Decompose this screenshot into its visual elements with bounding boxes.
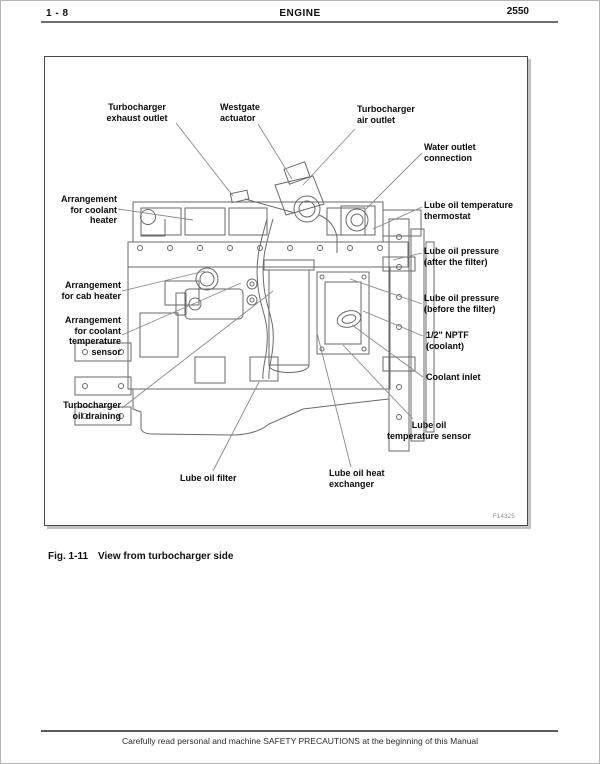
header-page-number: 1 - 8 <box>46 8 69 19</box>
footer-notice: Carefully read personal and machine SAFE… <box>121 736 479 746</box>
callout-turbocharger-oil-draining: Turbocharger oil draining <box>63 400 121 421</box>
header-rule <box>41 21 558 23</box>
callout-water-outlet-connection: Water outlet connection <box>424 142 476 163</box>
figure-caption-label: Fig. 1-11 <box>48 551 89 562</box>
figure-caption-title: View from turbocharger side <box>98 551 234 562</box>
footer-rule <box>41 730 558 732</box>
callout-lube-oil-heat-exchanger: Lube oil heat exchanger <box>329 468 385 489</box>
callout-arrangement-cab-heater: Arrangement for cab heater <box>61 280 121 301</box>
figure-caption: Fig. 1-11 View from turbocharger side <box>48 551 233 562</box>
leader-lines <box>117 122 424 472</box>
callout-lube-oil-filter: Lube oil filter <box>180 473 237 483</box>
callout-arrangement-coolant-heater: Arrangement for coolant heater <box>60 194 117 225</box>
callout-lube-oil-pressure-after-filter: Lube oil pressure (after the filter) <box>424 246 500 267</box>
callout-westgate-actuator: Westgate actuator <box>220 102 260 123</box>
callout-arrangement-coolant-temperature-sensor: Arrangement for coolant temperature sens… <box>64 315 121 357</box>
callout-turbocharger-air-outlet: Turbocharger air outlet <box>357 104 415 125</box>
engine-line-art <box>74 161 435 452</box>
header-model: 2550 <box>506 6 529 17</box>
engine-diagram <box>74 122 435 472</box>
callout-lube-oil-temperature-thermostat: Lube oil temperature thermostat <box>424 200 514 221</box>
figure-code: F14325 <box>492 514 515 520</box>
callout-coolant-inlet: Coolant inlet <box>426 372 481 382</box>
figure-frame: Turbocharger exhaust outlet Westgate act… <box>44 56 528 526</box>
callout-lube-oil-temperature-sensor: Lube oil temperature sensor <box>386 420 472 441</box>
callout-half-inch-nptf-coolant: 1/2" NPTF (coolant) <box>426 330 469 351</box>
header-title: ENGINE <box>279 8 321 19</box>
callout-turbocharger-exhaust-outlet: Turbocharger exhaust outlet <box>106 102 168 123</box>
callout-lube-oil-pressure-before-filter: Lube oil pressure (before the filter) <box>424 293 500 314</box>
